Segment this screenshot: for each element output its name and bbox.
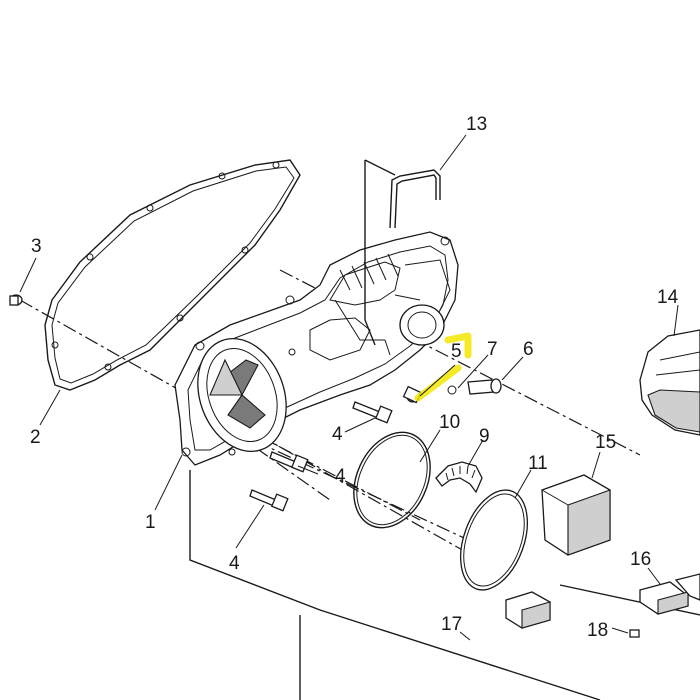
crankcase-cover-part-1 — [174, 159, 459, 466]
callout-9: 9 — [479, 426, 490, 447]
callout-7: 7 — [487, 339, 498, 360]
bolt-part-4-middle — [269, 451, 309, 473]
oring-part-10 — [353, 431, 431, 529]
gasket-part-2 — [44, 159, 301, 391]
oring-part-7 — [447, 385, 457, 395]
bolt-part-4-upper — [352, 401, 393, 424]
callout-4-lower: 4 — [229, 553, 240, 574]
pad-part-16 — [639, 573, 700, 615]
callout-15: 15 — [595, 432, 616, 453]
pulley-part-14 — [639, 329, 700, 436]
leader-line-part-5 — [419, 364, 456, 397]
callout-1: 1 — [145, 512, 156, 533]
pin-part-18 — [629, 629, 640, 638]
callout-10: 10 — [439, 412, 460, 433]
callout-16: 16 — [630, 549, 651, 570]
callout-13: 13 — [466, 114, 487, 135]
breather-rod-part-13 — [389, 169, 441, 229]
callout-5: 5 — [451, 341, 462, 362]
callout-11: 11 — [528, 453, 548, 474]
block-part-15 — [541, 474, 611, 556]
callout-4-upper: 4 — [332, 424, 343, 445]
callout-6: 6 — [523, 339, 534, 360]
callout-14: 14 — [657, 287, 679, 308]
small-block-part-17 — [505, 591, 551, 629]
damper-part-9 — [435, 461, 483, 494]
callout-3: 3 — [31, 236, 42, 257]
callout-18: 18 — [587, 620, 608, 641]
leader-lines — [19, 134, 679, 641]
plug-part-6 — [467, 378, 502, 395]
callout-2: 2 — [30, 427, 41, 448]
cover-plate-part-11 — [460, 489, 528, 591]
bolt-part-4-lower — [249, 489, 289, 512]
dowel-pin-part-3 — [9, 294, 23, 306]
callout-4-middle: 4 — [335, 466, 346, 487]
callout-labels: 1 2 3 4 4 4 5 6 7 9 10 11 13 14 15 16 17… — [30, 114, 679, 641]
highlight-marker — [414, 332, 472, 402]
callout-17: 17 — [441, 614, 462, 635]
